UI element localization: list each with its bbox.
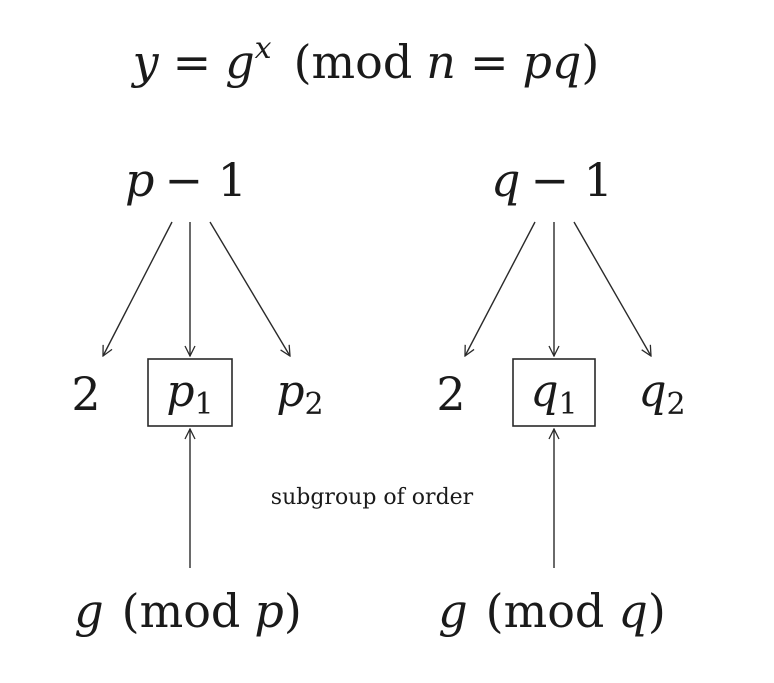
left-bottom-var: p: [254, 584, 283, 638]
right-arrow-to-q2: [573, 221, 651, 356]
eq-g: g: [225, 35, 254, 89]
left-p1-sub: 1: [195, 387, 214, 422]
left-top-label: p− 1: [125, 153, 247, 207]
eq-y: y: [131, 35, 160, 89]
left-factor-2: 2: [71, 367, 100, 421]
left-bottom-mod: (mod: [122, 584, 241, 638]
right-top-var: q: [491, 153, 520, 207]
right-bottom-var: q: [618, 584, 647, 638]
right-bottom-close: ): [648, 584, 666, 638]
left-factor-box: [147, 358, 233, 427]
right-q1-sub: 1: [559, 387, 578, 422]
right-q1-var: q: [530, 366, 558, 417]
eq-equals: =: [173, 35, 212, 89]
left-bottom-close: ): [284, 584, 302, 638]
eq-exponent-x: x: [255, 31, 272, 66]
left-top-rest: − 1: [165, 153, 247, 207]
right-factor-2: 2: [436, 367, 465, 421]
eq-pq: pq: [522, 35, 581, 89]
left-arrow-to-2: [103, 221, 173, 356]
left-arrow-to-p2: [209, 221, 290, 356]
eq-equals-2: =: [470, 35, 509, 89]
right-top-rest: − 1: [531, 153, 613, 207]
left-p1-var: p: [166, 366, 194, 417]
left-factor-p1: p1: [166, 366, 213, 422]
right-top-label: q− 1: [491, 153, 613, 207]
annotation-subgroup: subgroup of order: [271, 485, 474, 510]
right-arrow-to-2: [465, 221, 536, 356]
eq-close-paren: ): [581, 35, 599, 89]
left-p2-var: p: [276, 366, 304, 417]
right-q2-sub: 2: [667, 387, 686, 422]
eq-n: n: [426, 35, 456, 89]
left-bottom-g: g: [74, 584, 103, 638]
left-factor-p2: p2: [276, 366, 323, 422]
left-top-var: p: [125, 153, 154, 207]
eq-mod-open: (mod: [294, 35, 413, 89]
right-q2-var: q: [638, 366, 666, 417]
right-bottom-mod: (mod: [486, 584, 605, 638]
left-p2-sub: 2: [305, 387, 324, 422]
right-factor-q2: q2: [638, 366, 685, 422]
right-factor-q1: q1: [530, 366, 577, 422]
right-bottom-g: g: [438, 584, 467, 638]
right-factor-box: [512, 358, 596, 427]
